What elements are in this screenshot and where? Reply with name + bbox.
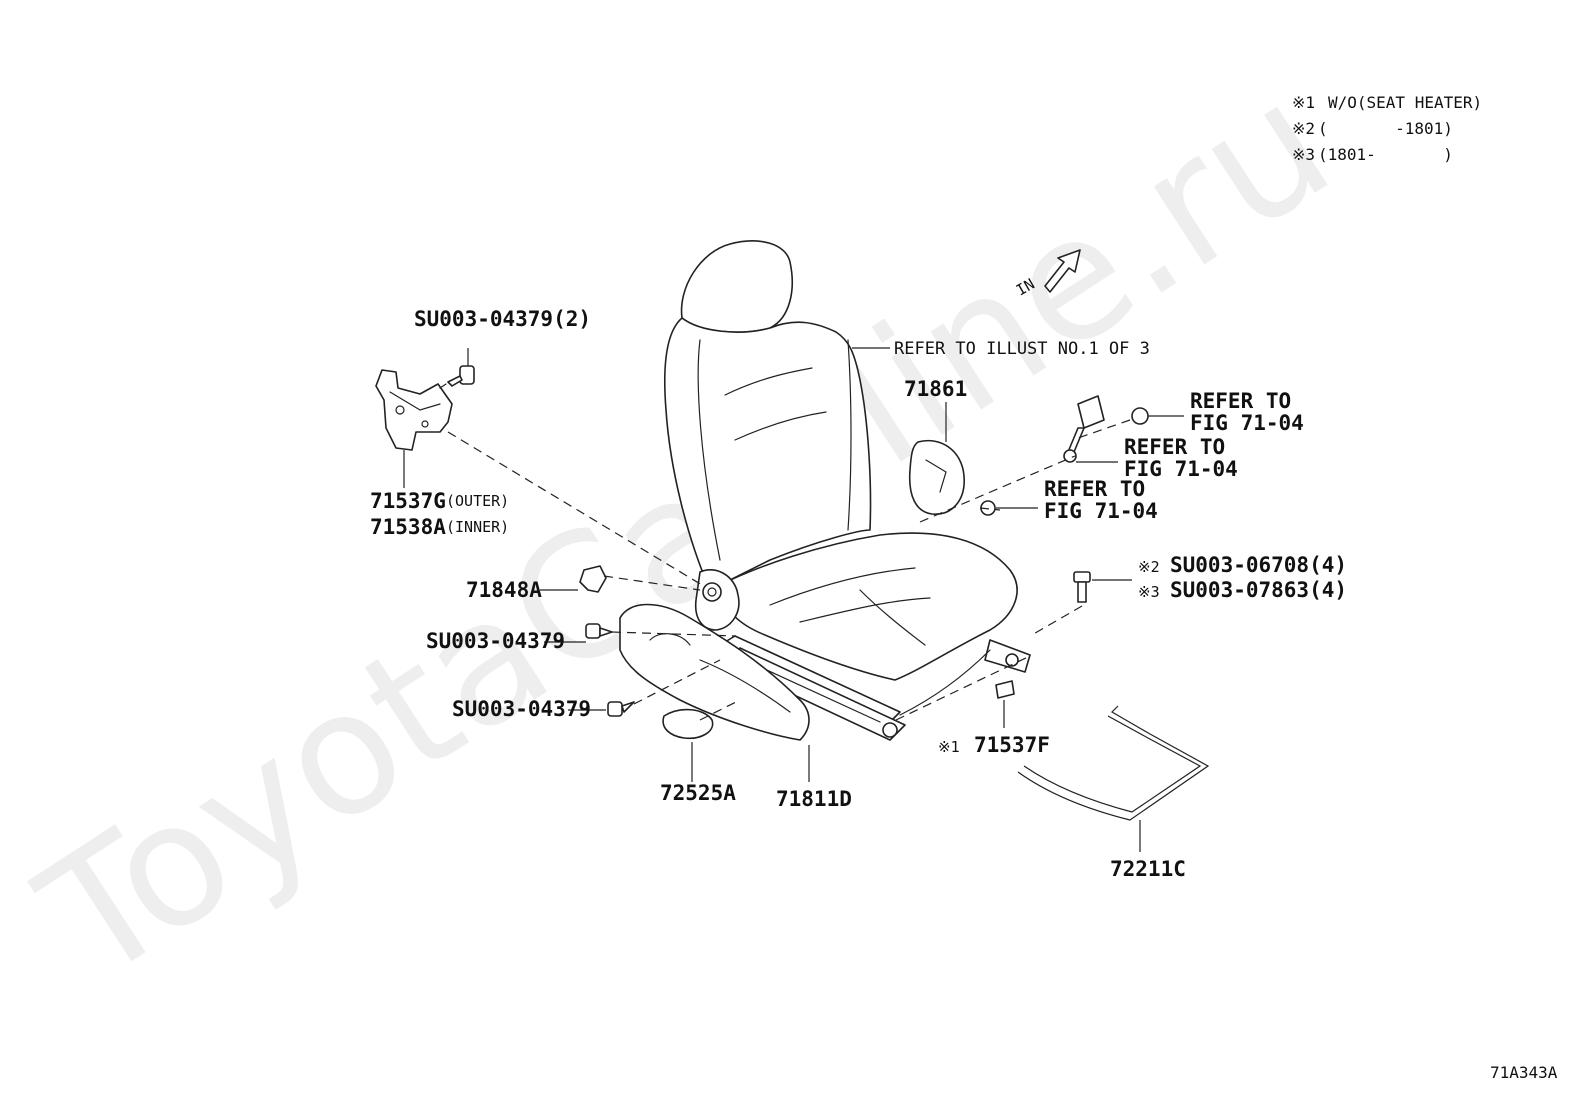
label-inner: (INNER) bbox=[446, 518, 509, 536]
label-refer-to-1: REFER TO bbox=[1190, 389, 1291, 413]
label-bolt-a: SU003-04379 bbox=[426, 629, 565, 653]
note-text-3: (1801- ) bbox=[1318, 145, 1453, 164]
label-bracket-outer: 71537G bbox=[370, 489, 446, 513]
label-fig-1: FIG 71-04 bbox=[1190, 411, 1304, 435]
label-bolt-2: SU003-04379(2) bbox=[414, 307, 591, 331]
note-text-1: W/O(SEAT HEATER) bbox=[1328, 93, 1482, 112]
note-mark-1: ※1 bbox=[1292, 93, 1315, 112]
seat-assembly-drawing bbox=[663, 240, 1031, 741]
cover-drawing bbox=[908, 439, 965, 515]
label-refer-illust: REFER TO ILLUST NO.1 OF 3 bbox=[894, 339, 1150, 359]
label-fig-2: FIG 71-04 bbox=[1124, 457, 1238, 481]
label-refer-to-3: REFER TO bbox=[1044, 477, 1145, 501]
labels: REFER TO ILLUST NO.1 OF 3 SU003-04379(2)… bbox=[370, 307, 1558, 1082]
pad-drawing bbox=[995, 680, 1015, 699]
leader-lines bbox=[403, 347, 1184, 852]
clip-drawing bbox=[579, 565, 607, 593]
belt-buckle-drawing bbox=[1063, 395, 1105, 463]
bracket-drawing bbox=[375, 369, 453, 451]
label-refer-to-2: REFER TO bbox=[1124, 435, 1225, 459]
label-outer: (OUTER) bbox=[446, 492, 509, 510]
label-wire: 72211C bbox=[1110, 857, 1186, 881]
dashed-guides bbox=[447, 419, 1131, 721]
note-mark-2: ※2 bbox=[1292, 119, 1315, 138]
label-bolt-06708: SU003-06708(4) bbox=[1170, 553, 1347, 577]
bolt-a-drawing bbox=[585, 623, 613, 639]
label-mark-2: ※2 bbox=[1138, 558, 1160, 576]
note-text-2: ( -1801) bbox=[1318, 119, 1453, 138]
label-shield: 71811D bbox=[776, 787, 852, 811]
notes: ※1 W/O(SEAT HEATER) ※2 ( -1801) ※3 (1801… bbox=[1292, 93, 1482, 164]
bolt-right-drawing bbox=[1073, 571, 1091, 603]
label-clip: 71848A bbox=[466, 578, 542, 602]
diagram-code: 71A343A bbox=[1490, 1063, 1558, 1082]
label-mark-1: ※1 bbox=[938, 738, 960, 756]
bolt-top-drawing bbox=[439, 365, 475, 389]
note-mark-3: ※3 bbox=[1292, 145, 1315, 164]
label-fig-3: FIG 71-04 bbox=[1044, 499, 1158, 523]
label-bolt-07863: SU003-07863(4) bbox=[1170, 578, 1347, 602]
wire-drawing bbox=[1017, 705, 1210, 821]
label-cover: 71861 bbox=[904, 377, 967, 401]
label-bolt-b: SU003-04379 bbox=[452, 697, 591, 721]
side-shield-drawing bbox=[619, 603, 810, 741]
label-knob: 72525A bbox=[660, 781, 736, 805]
bolt-b-drawing bbox=[607, 701, 635, 717]
label-bracket-inner: 71538A bbox=[370, 515, 446, 539]
nut-drawing bbox=[1131, 407, 1149, 425]
label-mark-3: ※3 bbox=[1138, 583, 1160, 601]
label-pad: 71537F bbox=[974, 733, 1050, 757]
knob-drawing bbox=[662, 708, 714, 740]
